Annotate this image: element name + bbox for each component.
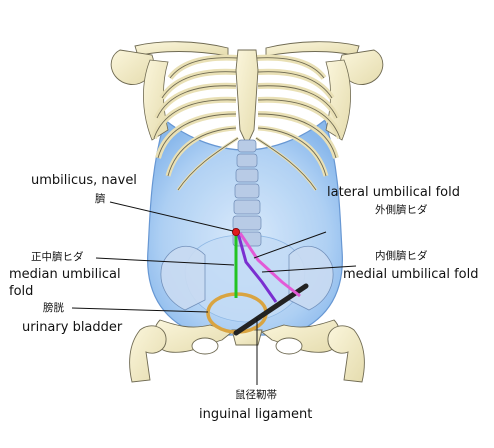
leader-lateral-fold xyxy=(253,231,327,259)
label-umbilicus-en: umbilicus, navel xyxy=(31,173,137,188)
label-bladder-en: urinary bladder xyxy=(22,320,123,335)
label-umbilicus-ja: 臍 xyxy=(95,193,106,205)
umbilicus-dot xyxy=(231,227,240,236)
right-clavicle xyxy=(265,41,360,57)
label-inguinal-ja: 鼠径靭帯 xyxy=(235,389,277,401)
label-lateral-fold-en: lateral umbilical fold xyxy=(327,185,460,200)
left-obturator xyxy=(191,337,219,355)
right-femur xyxy=(327,325,365,383)
right-obturator xyxy=(275,337,303,355)
left-clavicle xyxy=(134,41,229,57)
inguinal-ligament-line xyxy=(233,283,309,336)
rib-cage xyxy=(151,54,343,191)
sternum xyxy=(235,49,259,147)
leader-bladder xyxy=(71,307,209,313)
leader-median-fold xyxy=(95,257,235,266)
label-bladder-ja: 膀胱 xyxy=(43,302,64,314)
leader-medial-fold xyxy=(261,265,357,273)
right-iliac-wing xyxy=(288,245,334,311)
label-medial-fold-en: medial umbilical fold xyxy=(343,267,479,282)
label-lateral-fold-ja: 外側臍ヒダ xyxy=(375,204,428,216)
label-inguinal-en: inguinal ligament xyxy=(199,407,313,422)
leader-lines xyxy=(71,201,357,385)
left-femur xyxy=(129,325,167,383)
label-median-fold-en-2: fold xyxy=(9,284,34,299)
label-medial-fold-ja: 内側臍ヒダ xyxy=(375,250,428,262)
medial-umbilical-fold-line xyxy=(236,232,278,303)
label-median-fold-en-1: median umbilical xyxy=(9,267,121,282)
leader-umbilicus xyxy=(109,201,234,232)
label-median-fold-ja: 正中臍ヒダ xyxy=(31,251,84,263)
